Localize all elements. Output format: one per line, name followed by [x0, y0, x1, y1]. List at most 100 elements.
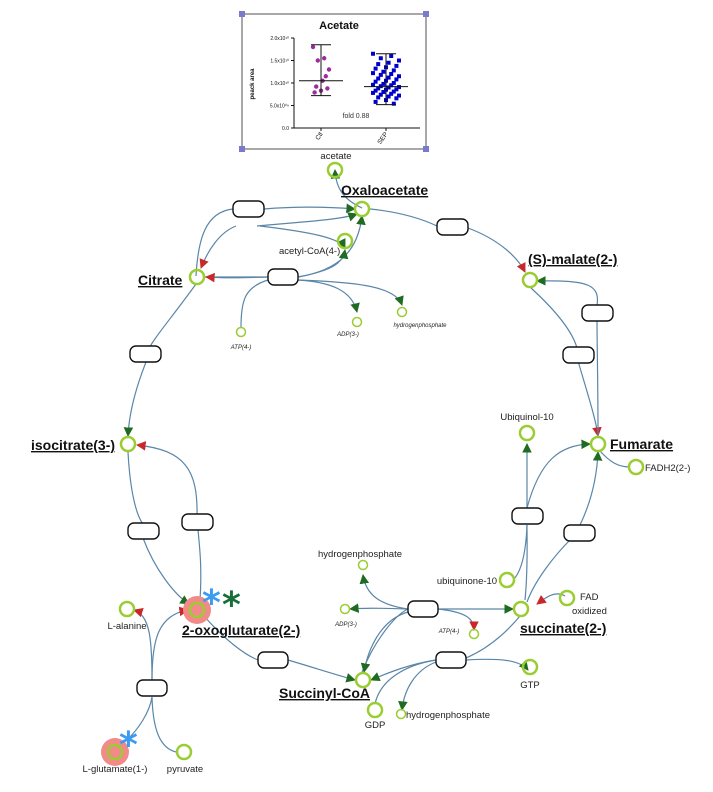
label-oxaloacetate: Oxaloacetate [341, 182, 428, 198]
node-l-glutamate[interactable] [106, 743, 124, 761]
node-gdp[interactable] [366, 701, 384, 719]
edge-reaction13-hp [398, 661, 437, 711]
node-succinyl-coa[interactable] [354, 671, 372, 689]
node-adp-top[interactable] [351, 316, 363, 328]
reaction-box[interactable] [435, 651, 467, 669]
edge-reaction10-fumarate [579, 451, 603, 526]
edge-reaction3-acetylcoa [297, 249, 349, 278]
data-point [391, 68, 396, 73]
node-hp-mid[interactable] [357, 559, 369, 571]
label-oxidized: oxidized [572, 606, 607, 617]
data-point [378, 72, 383, 77]
label-hp-bottom: hydrogenphosphate [406, 710, 490, 721]
reaction-box[interactable] [581, 304, 614, 322]
edge-reaction3-hp [297, 279, 404, 306]
label-pyruvate: pyruvate [167, 764, 203, 775]
data-point [376, 76, 381, 81]
chart-handle-tr [423, 11, 429, 17]
edge-oxaloacetate-acetate [330, 169, 363, 209]
edge-reaction3-citrate [205, 272, 269, 283]
reaction-box[interactable] [562, 346, 595, 364]
data-point [394, 77, 399, 82]
chart-handle-br [423, 146, 429, 152]
node-s-malate[interactable] [521, 271, 539, 289]
node-acetate[interactable] [326, 161, 344, 179]
node-citrate[interactable] [188, 268, 206, 286]
acetate-chart: Acetate peack area 0.05.0x10⁰⁹1.0x10¹⁰1.… [239, 11, 429, 152]
data-point [373, 79, 378, 84]
edge-citrate-isocitrate [145, 283, 197, 355]
data-point [389, 54, 394, 58]
significance-star-blue: * [119, 725, 138, 766]
edge-reaction13-gtp [465, 658, 529, 671]
node-isocitrate[interactable] [119, 435, 137, 453]
edge-reaction12-succinylcoa [360, 611, 409, 673]
y-tick-label: 0.0 [282, 126, 289, 132]
y-tick-label: 1.5x10¹⁰ [270, 59, 289, 65]
node-oxoglutarate[interactable] [188, 601, 206, 619]
data-point [378, 92, 383, 97]
label-s-malate: (S)-malate(2-) [528, 251, 617, 267]
label-hp-mid: hydrogenphosphate [318, 549, 402, 560]
edge-reaction4-malate [467, 227, 526, 273]
data-point [312, 90, 317, 95]
reaction-box[interactable] [267, 268, 299, 286]
edge-reaction2-oxaloacetate [256, 212, 358, 227]
node-l-alanine[interactable] [118, 600, 136, 618]
data-point [391, 89, 396, 94]
x-tick-label: Ctl [314, 131, 325, 142]
edge-atp-reaction3 [240, 279, 269, 328]
data-point [373, 66, 378, 71]
node-adp-mid[interactable] [339, 603, 351, 615]
label-l-alanine: L-alanine [107, 621, 146, 632]
edge-oxoglutarate-reaction14 [203, 615, 259, 661]
reaction-box[interactable] [257, 651, 289, 669]
y-axis-label: peack area [250, 68, 256, 100]
label-hp-top: hydrogenphosphate [393, 323, 447, 329]
edge-fumarate-reaction9 [596, 319, 599, 437]
node-ubiquinol[interactable] [518, 424, 536, 442]
reaction-box[interactable] [563, 524, 596, 542]
node-acetyl-coa[interactable] [336, 232, 354, 250]
reaction-box[interactable] [511, 507, 544, 525]
data-point [378, 56, 383, 61]
reaction-box[interactable] [181, 513, 214, 531]
significance-star-green: * [222, 585, 241, 626]
node-fumarate[interactable] [589, 435, 607, 453]
node-hp-bottom[interactable] [395, 708, 407, 720]
node-fad[interactable] [558, 589, 576, 607]
reaction-box[interactable] [436, 218, 469, 236]
node-succinate[interactable] [512, 600, 530, 618]
node-gtp[interactable] [521, 658, 539, 676]
reaction-box[interactable] [129, 345, 162, 363]
data-point [389, 91, 394, 96]
metabolite-labels: acetate Oxaloacetate acetyl-CoA(4-) Citr… [31, 151, 690, 775]
node-fadh2[interactable] [627, 458, 645, 476]
reaction-box[interactable] [407, 600, 439, 618]
reaction-box[interactable] [136, 679, 168, 697]
edge-reaction2-acetylcoa [259, 225, 346, 249]
label-succinyl-coa: Succinyl-CoA [279, 685, 370, 701]
edge-reaction2-citrate [199, 225, 237, 269]
node-oxaloacetate[interactable] [353, 200, 371, 218]
pathway-edges [119, 169, 631, 753]
data-point [323, 74, 328, 79]
edge-succinate-reaction10 [526, 539, 571, 603]
node-ubiquinone[interactable] [498, 571, 516, 589]
node-atp-mid[interactable] [468, 628, 480, 640]
reaction-box[interactable] [232, 200, 265, 218]
reaction-box[interactable] [127, 522, 160, 540]
data-point [389, 72, 394, 76]
node-pyruvate[interactable] [175, 743, 193, 761]
edge-succinate-reaction13 [465, 615, 521, 659]
edge-ubiquinone-reaction11 [513, 524, 528, 580]
data-point [397, 58, 401, 63]
edge-reaction15-alanine [133, 608, 153, 681]
label-atp-mid: ATP(4-) [438, 629, 460, 635]
node-hp-top[interactable] [396, 306, 408, 318]
label-adp-mid: ADP(3-) [334, 622, 357, 628]
node-atp-top[interactable] [235, 326, 247, 338]
edge-top-oxaloacetate [263, 203, 356, 214]
edge-atp-reaction12 [437, 608, 479, 631]
edge-reaction15-oxoglutarate [151, 606, 189, 681]
